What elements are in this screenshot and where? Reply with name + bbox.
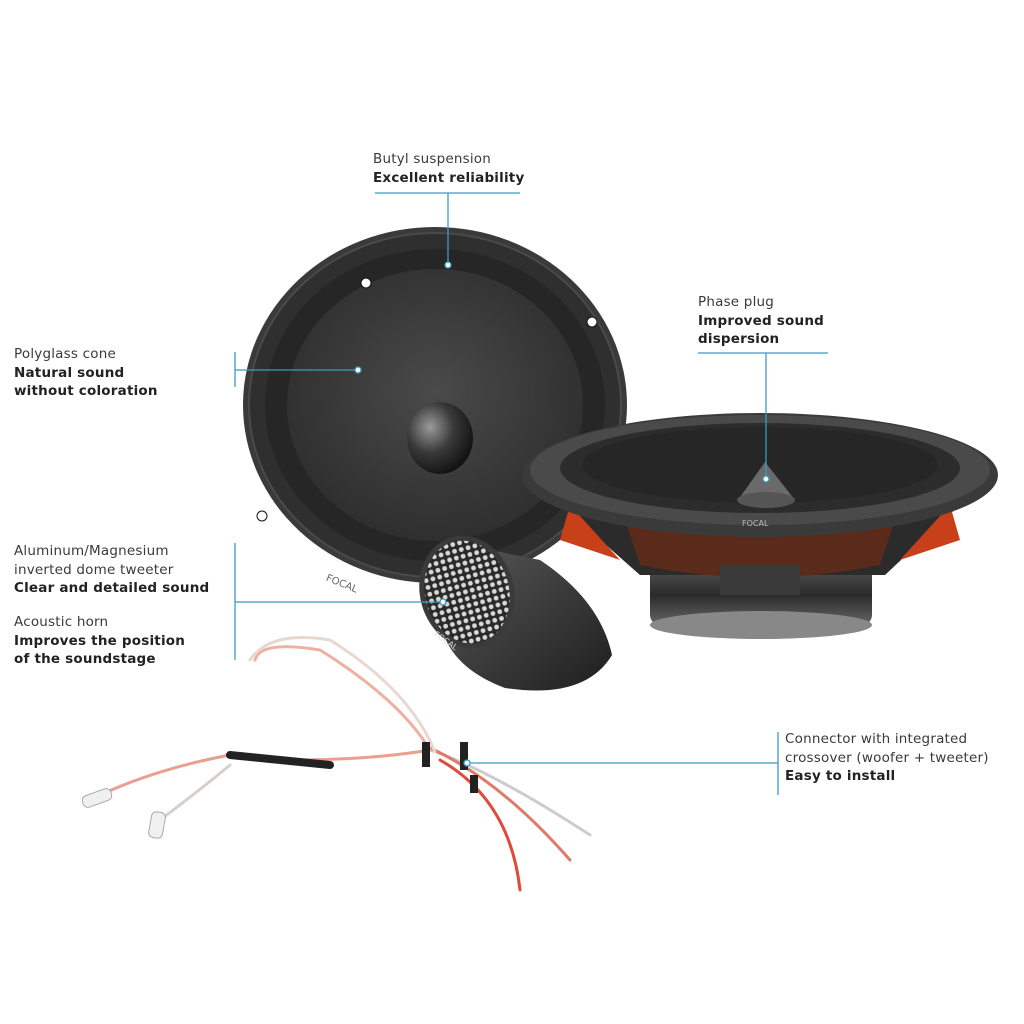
horn-desc-2: of the soundstage [14, 651, 156, 667]
crossover-cable [81, 636, 592, 892]
tweeter-desc: Clear and detailed sound [14, 580, 210, 596]
phase-title: Phase plug [698, 294, 775, 310]
butyl-title: Butyl suspension [373, 151, 491, 167]
tweeter-title-1: Aluminum/Magnesium [14, 543, 169, 559]
callout-butyl-suspension: Butyl suspension Excellent reliability [373, 150, 524, 187]
woofer-front [243, 227, 627, 583]
woofer-side-logo: FOCAL [742, 519, 769, 528]
tweeter-title-2: inverted dome tweeter [14, 561, 174, 578]
callout-connector: Connector with integrated crossover (woo… [785, 730, 989, 786]
cone-title: Polyglass cone [14, 346, 116, 362]
woofer-logo: FOCAL [324, 573, 359, 596]
phase-desc-1: Improved sound [698, 312, 825, 329]
callout-polyglass-cone: Polyglass cone Natural sound without col… [14, 345, 158, 401]
connector-title-1: Connector with integrated [785, 731, 968, 747]
horn-title: Acoustic horn [14, 614, 109, 630]
phase-desc-2: dispersion [698, 331, 780, 347]
callout-tweeter: Aluminum/Magnesium inverted dome tweeter… [14, 542, 209, 598]
horn-desc-1: Improves the position [14, 632, 186, 649]
tweeter [419, 535, 612, 691]
connector-title-2: crossover (woofer + tweeter) [785, 749, 989, 766]
callout-acoustic-horn: Acoustic horn Improves the position of t… [14, 613, 185, 669]
cone-desc-1: Natural sound [14, 364, 125, 381]
butyl-desc: Excellent reliability [373, 169, 525, 186]
callout-phase-plug: Phase plug Improved sound dispersion [698, 293, 824, 349]
connector-desc: Easy to install [785, 768, 896, 784]
callout-lines [234, 192, 828, 795]
cone-desc-2: without coloration [14, 383, 158, 399]
woofer-side [522, 413, 998, 639]
